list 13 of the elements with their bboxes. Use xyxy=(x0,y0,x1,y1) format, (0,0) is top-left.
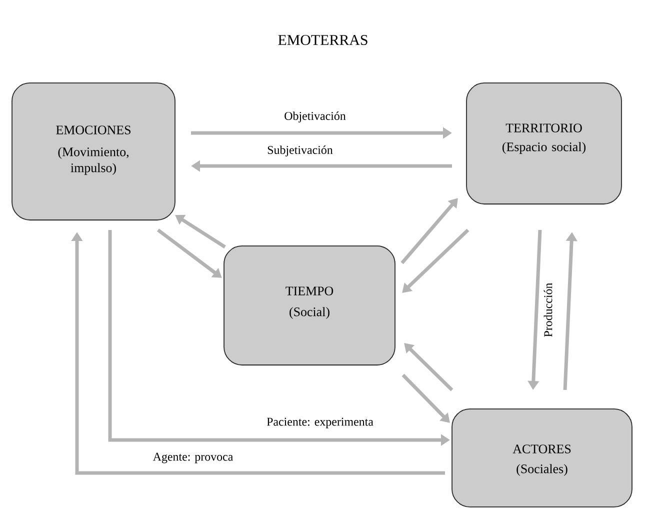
edge-label: Agente: provoca xyxy=(152,452,234,464)
concept-box: EMOCIONES (Movimiento, impulso) xyxy=(12,82,176,220)
title: EMOTERRAS xyxy=(278,34,368,45)
edge-label: Producción xyxy=(542,282,554,338)
edge-label: Objetivación xyxy=(283,110,347,124)
arrow xyxy=(404,343,454,392)
edge-label: Subjetivación xyxy=(266,144,334,158)
concept-box: ACTORES (Sociales) xyxy=(452,408,632,508)
arrow xyxy=(402,228,470,293)
edge-label: Paciente: experimenta xyxy=(266,416,374,430)
arrow xyxy=(402,374,450,423)
concept-box: TERRITORIO (Espacio social) xyxy=(466,82,622,204)
concept-box: TIEMPO (Social) xyxy=(224,246,396,366)
